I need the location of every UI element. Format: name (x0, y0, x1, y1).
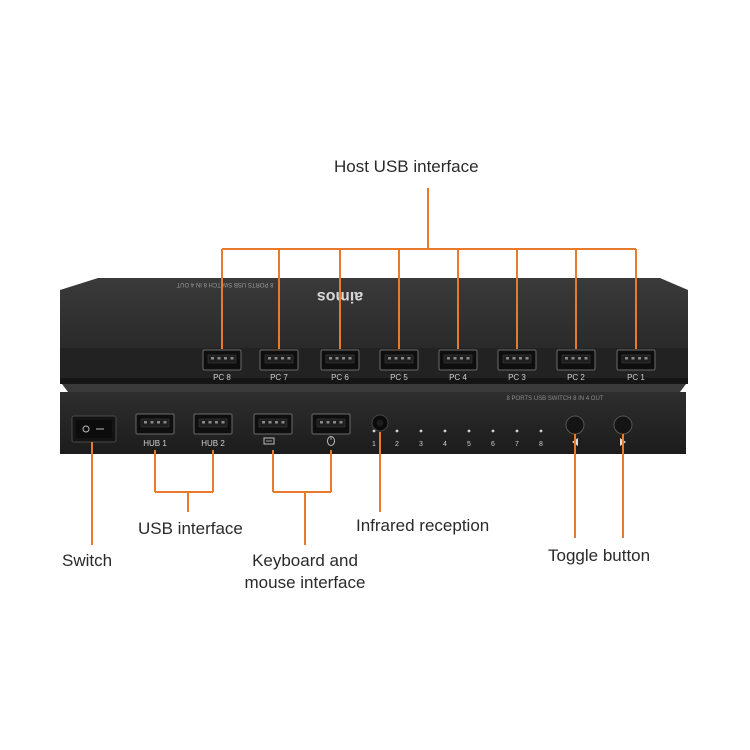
host-usb-port (202, 349, 242, 371)
indicator-led (443, 429, 447, 433)
callout-keyboard-mouse-line2: mouse interface (244, 573, 366, 592)
mouse-icon (327, 436, 335, 446)
power-switch (71, 415, 117, 443)
indicator-led (515, 429, 519, 433)
host-port-label: PC 4 (449, 373, 467, 382)
callout-lines (91, 188, 637, 545)
keyboard-mouse-usb-port (253, 413, 293, 435)
callout-keyboard-mouse-line1: Keyboard and (252, 551, 358, 570)
indicator-led (491, 429, 495, 433)
toggle-button-right (613, 415, 633, 446)
device-front-unit: 8 PORTS USB SWITCH 8 IN 4 OUT HUB 1 HUB 2 (60, 384, 686, 454)
indicator-label: 5 (467, 441, 471, 448)
device-top-unit: aimos 8 PORTS USB SWITCH 8 IN 4 OUT PC 8… (60, 278, 688, 384)
indicator-label: 8 (539, 441, 543, 448)
indicator-led (539, 429, 543, 433)
indicator-led (419, 429, 423, 433)
host-port-label: PC 6 (331, 373, 349, 382)
host-usb-port (616, 349, 656, 371)
callout-usb-interface: USB interface (138, 519, 243, 538)
indicator-label: 7 (515, 441, 519, 448)
keyboard-mouse-usb-port (311, 413, 351, 435)
host-port-label: PC 1 (627, 373, 645, 382)
indicator-led (395, 429, 399, 433)
indicator-led (372, 429, 376, 433)
host-port-label: PC 3 (508, 373, 526, 382)
host-usb-port (259, 349, 299, 371)
host-port-label: PC 2 (567, 373, 585, 382)
callout-host-usb: Host USB interface (334, 157, 479, 176)
host-usb-port (497, 349, 537, 371)
callout-toggle: Toggle button (548, 546, 651, 565)
callout-infrared: Infrared reception (356, 516, 490, 535)
indicator-label: 6 (491, 441, 495, 448)
indicator-label: 4 (443, 441, 447, 448)
host-usb-port (379, 349, 419, 371)
infrared-receiver (371, 414, 389, 432)
device-top-face (60, 278, 688, 348)
power-icon (82, 425, 90, 433)
hub-port-label: HUB 1 (143, 439, 167, 448)
hub-usb-port (135, 413, 175, 435)
top-model-text: 8 PORTS USB SWITCH 8 IN 4 OUT (176, 281, 273, 287)
host-port-label: PC 8 (213, 373, 231, 382)
indicator-led (467, 429, 471, 433)
indicator-label: 3 (419, 441, 423, 448)
front-model-text: 8 PORTS USB SWITCH 8 IN 4 OUT (507, 396, 604, 402)
host-port-label: PC 5 (390, 373, 408, 382)
keyboard-icon (263, 437, 275, 445)
host-usb-port (438, 349, 478, 371)
host-usb-port (320, 349, 360, 371)
indicator-label: 1 (372, 441, 376, 448)
host-usb-port (556, 349, 596, 371)
host-port-label: PC 7 (270, 373, 288, 382)
callout-switch: Switch (62, 551, 113, 570)
indicator-label: 2 (395, 441, 399, 448)
hub-usb-port (193, 413, 233, 435)
hub-port-label: HUB 2 (201, 439, 225, 448)
